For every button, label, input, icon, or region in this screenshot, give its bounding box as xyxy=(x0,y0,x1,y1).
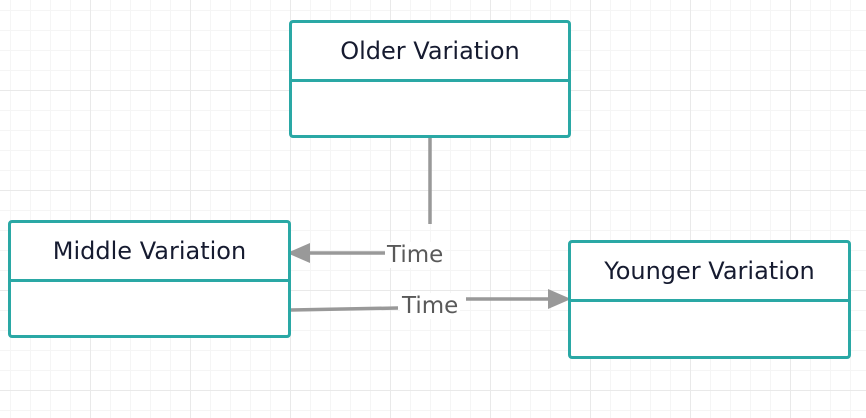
node-body xyxy=(292,82,568,135)
connector-older-to-middle[interactable] xyxy=(305,138,432,255)
node-younger-variation[interactable]: Younger Variation xyxy=(568,240,851,359)
arrowhead-right-icon xyxy=(548,289,571,309)
connector-middle-to-younger[interactable] xyxy=(290,297,552,312)
edge-label-older-to-middle[interactable]: Time xyxy=(385,242,446,268)
node-title: Younger Variation xyxy=(571,243,848,302)
node-body xyxy=(571,302,848,356)
node-older-variation[interactable]: Older Variation xyxy=(289,20,571,138)
arrowhead-left-icon xyxy=(287,243,310,263)
node-body xyxy=(11,282,288,335)
node-title: Middle Variation xyxy=(11,223,288,282)
edge-label-middle-to-younger[interactable]: Time xyxy=(400,293,461,319)
node-title: Older Variation xyxy=(292,23,568,82)
node-middle-variation[interactable]: Middle Variation xyxy=(8,220,291,338)
